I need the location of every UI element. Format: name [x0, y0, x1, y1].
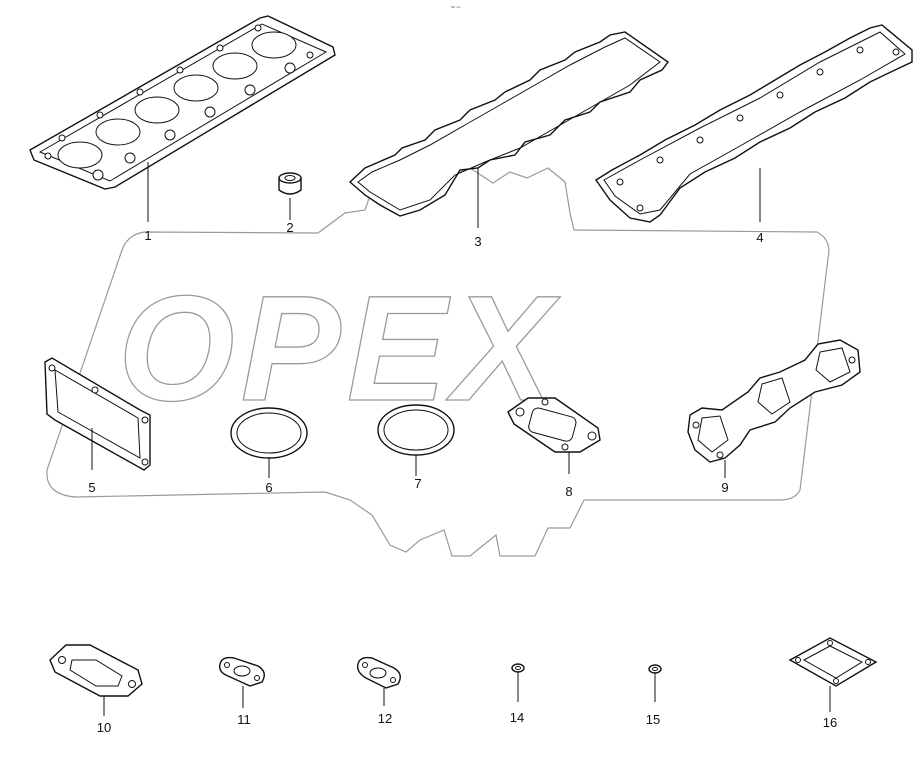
part-2-valve-stem-seal[interactable]: [278, 172, 302, 220]
callout-3[interactable]: 3: [474, 234, 481, 249]
part-4-valve-cover-gasket-outer[interactable]: [595, 24, 913, 223]
callout-2[interactable]: 2: [286, 220, 293, 235]
callout-14[interactable]: 14: [510, 710, 524, 725]
part-11-oval-flange-gasket[interactable]: [218, 656, 265, 708]
part-5-rectangular-gasket[interactable]: [44, 357, 151, 471]
callout-10[interactable]: 10: [97, 720, 111, 735]
part-9-manifold-gasket[interactable]: [687, 339, 861, 478]
callout-5[interactable]: 5: [88, 480, 95, 495]
callout-8[interactable]: 8: [565, 484, 572, 499]
part-1-cylinder-head-gasket[interactable]: [29, 15, 336, 222]
callout-1[interactable]: 1: [144, 228, 151, 243]
callout-16[interactable]: 16: [823, 715, 837, 730]
part-12-oval-flange-gasket[interactable]: [356, 656, 401, 706]
callout-15[interactable]: 15: [646, 712, 660, 727]
part-6-ring-gasket[interactable]: [230, 407, 308, 478]
callout-4[interactable]: 4: [756, 230, 763, 245]
watermark-text: OPEX: [118, 264, 561, 432]
callout-9[interactable]: 9: [721, 480, 728, 495]
watermark-gear: [46, 167, 830, 557]
part-14-sealing-washer[interactable]: [511, 663, 525, 702]
callout-7[interactable]: 7: [414, 476, 421, 491]
callout-6[interactable]: 6: [265, 480, 272, 495]
part-8-flange-gasket[interactable]: [507, 397, 601, 474]
callout-12[interactable]: 12: [378, 711, 392, 726]
watermark: OPEX: [46, 167, 830, 557]
part-16-square-flange-gasket[interactable]: [788, 637, 878, 712]
callout-11[interactable]: 11: [237, 712, 251, 727]
part-15-sealing-washer[interactable]: [648, 664, 662, 702]
part-10-turbo-flange-gasket[interactable]: [49, 644, 143, 716]
part-3-valve-cover-gasket[interactable]: [348, 31, 669, 228]
header-tiny-text: ᴺᴳ ᵐᵐ: [451, 5, 461, 10]
part-7-ring-gasket[interactable]: [377, 404, 455, 476]
